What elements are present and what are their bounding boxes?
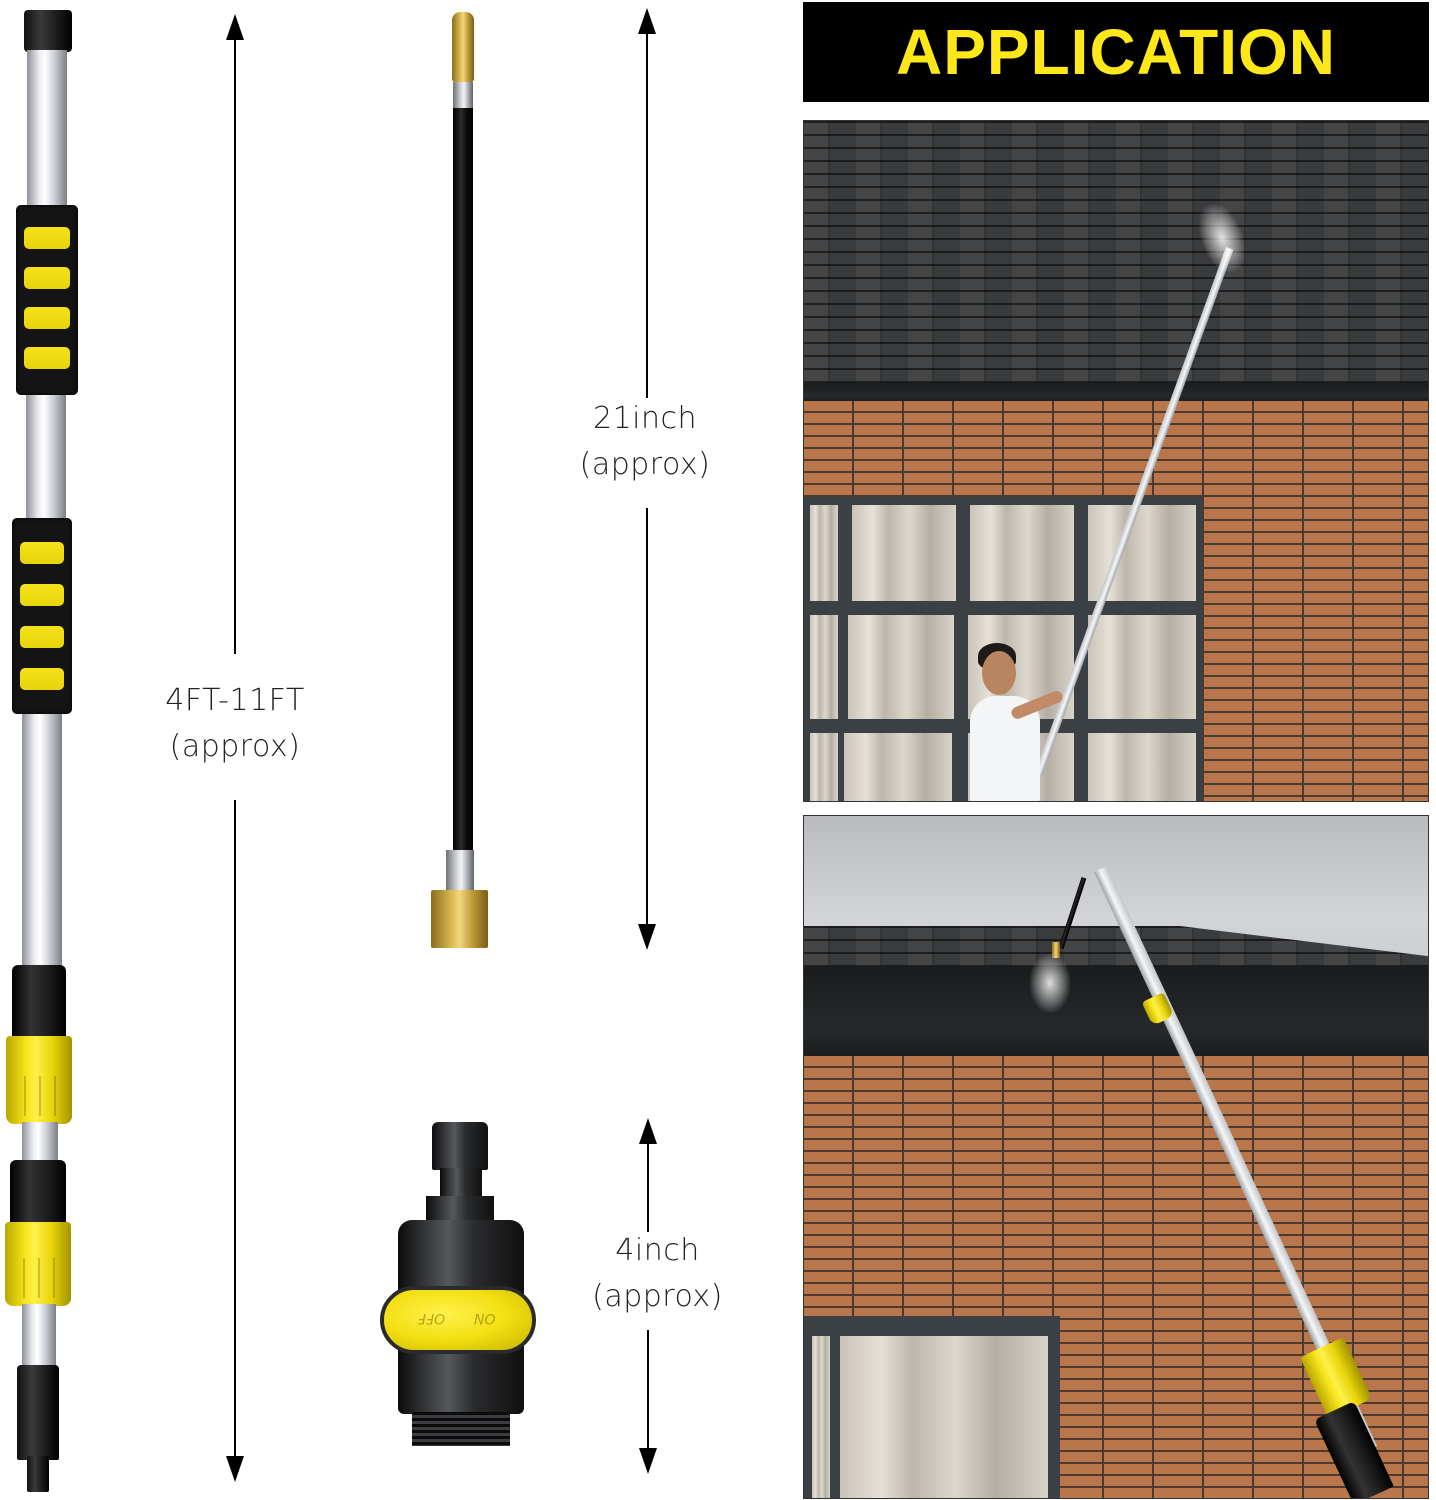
arrow-down-icon	[638, 924, 656, 950]
arrow-up-icon	[638, 8, 656, 34]
connector-hex-nut	[426, 1196, 494, 1224]
pole-length-label: 4FT-11FT (approx)	[130, 678, 340, 770]
application-banner: APPLICATION	[803, 2, 1429, 102]
pole-tube-bottom	[22, 1304, 56, 1370]
locking-collar-lower-yellow	[5, 1222, 71, 1306]
arrow-down-icon	[639, 1448, 657, 1474]
pole-length-value: 4FT-11FT	[165, 683, 305, 718]
hose-body	[453, 108, 473, 850]
threaded-tip	[27, 1456, 49, 1492]
connector-length-note: (approx)	[592, 1279, 723, 1314]
brass-nozzle-tip	[452, 12, 474, 82]
water-spray	[1030, 954, 1070, 1012]
pole-length-note: (approx)	[169, 729, 301, 764]
hose-length-label: 21inch (approx)	[545, 396, 745, 488]
brass-female-fitting	[431, 890, 488, 948]
application-photo-roof-cleaning-person	[803, 120, 1429, 802]
arrow-up-icon	[226, 14, 244, 40]
hose-top-ferrule	[453, 82, 473, 110]
threaded-end-tip	[17, 1365, 59, 1460]
connector-length-value: 4inch	[615, 1233, 700, 1268]
hose-length-value: 21inch	[592, 401, 698, 436]
pole-tube-section-4	[22, 1122, 58, 1164]
locking-collar-upper-black	[12, 965, 66, 1040]
roof-shingles	[804, 121, 1428, 401]
connector-neck	[440, 1168, 482, 1198]
telescopic-pole	[0, 0, 90, 1500]
connector-quick-coupler-head	[432, 1122, 488, 1170]
nozzle	[1052, 942, 1060, 958]
hose-bottom-ferrule	[446, 850, 474, 892]
valve-label-off: OFF	[418, 1310, 446, 1326]
arrow-down-icon	[226, 1456, 244, 1482]
locking-collar-upper-yellow	[6, 1036, 72, 1124]
locking-collar-lower-black	[10, 1160, 66, 1226]
connector-length-label: 4inch (approx)	[560, 1228, 755, 1320]
valve-label-on: ON	[474, 1310, 496, 1326]
window	[804, 1316, 1060, 1498]
application-title: APPLICATION	[895, 16, 1337, 88]
pole-tube-upper	[27, 50, 67, 210]
arrow-up-icon	[639, 1118, 657, 1144]
valve-on-off-knob[interactable]: OFF ON	[380, 1286, 536, 1354]
pole-tube-lower	[22, 714, 62, 969]
roof-edge	[804, 383, 1428, 401]
connector-threaded-end	[412, 1412, 510, 1446]
foam-grip-lower	[12, 518, 72, 714]
application-photo-gutter-roof-low-angle	[803, 815, 1429, 1499]
gutter-soffit	[804, 966, 1428, 1056]
pole-top-cap	[24, 10, 72, 52]
extension-hose	[400, 0, 500, 960]
foam-grip-upper	[16, 205, 78, 395]
hose-length-note: (approx)	[579, 447, 711, 482]
quick-connect-valve: OFF ON	[370, 1110, 560, 1450]
